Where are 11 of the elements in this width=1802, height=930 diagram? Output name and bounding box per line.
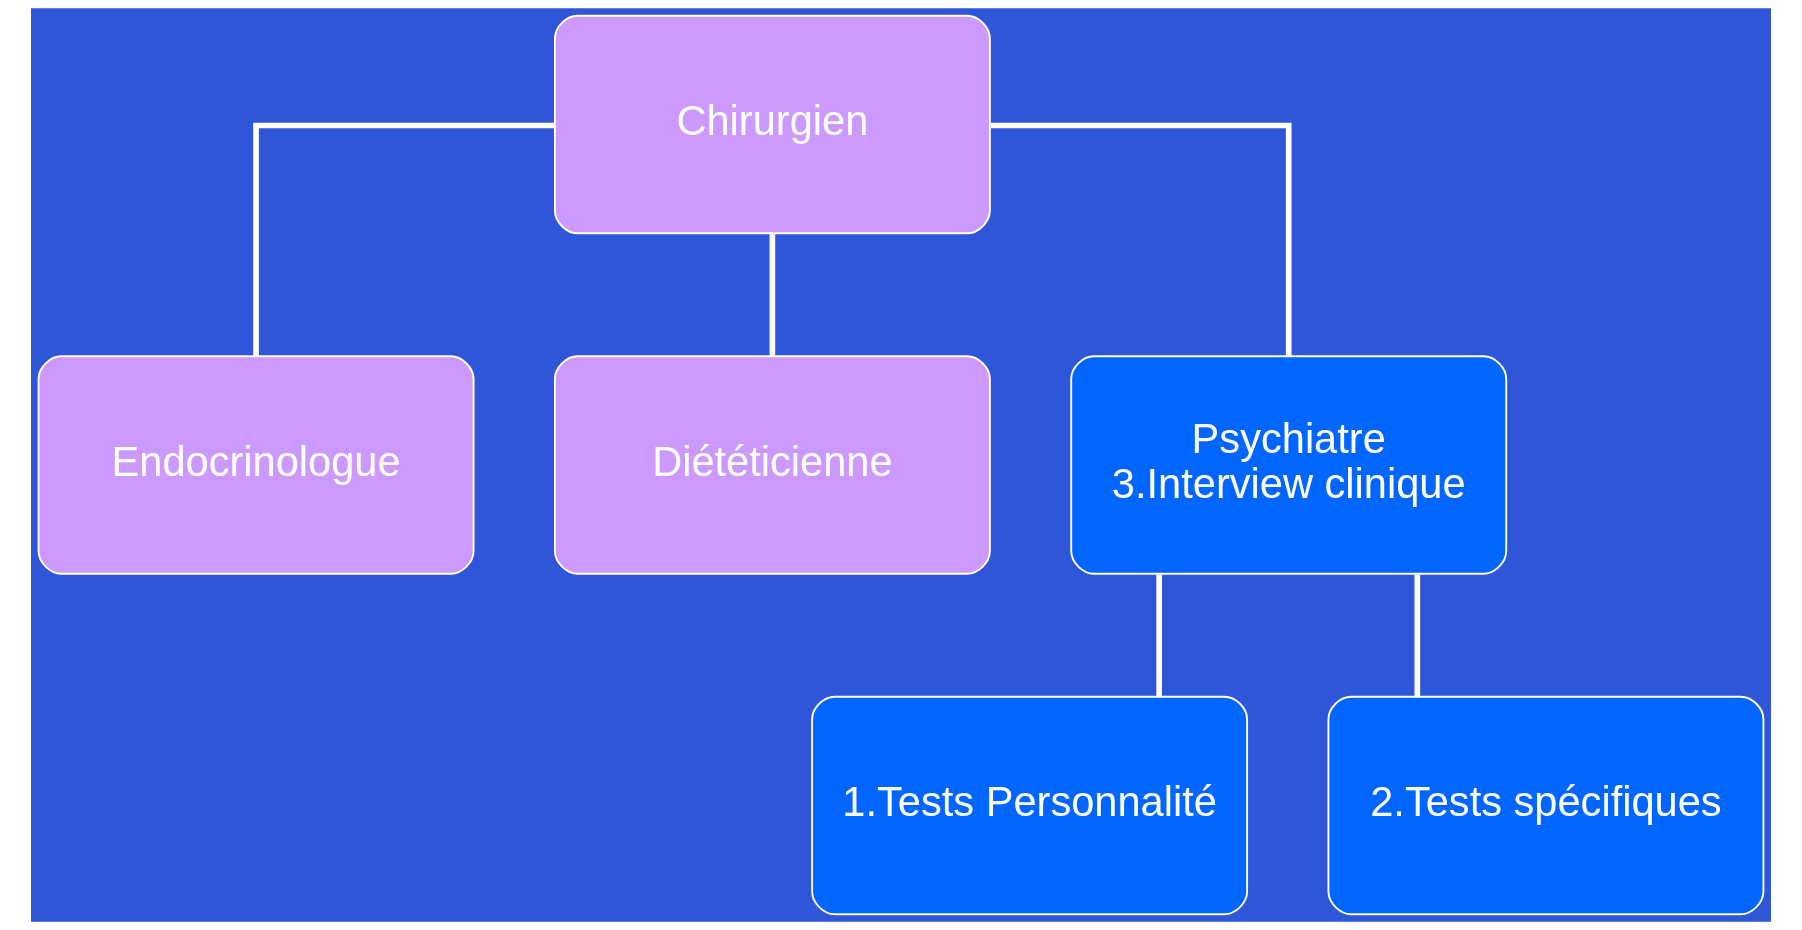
connector: [990, 122, 1292, 356]
node-box: Endocrinologue: [37, 355, 475, 575]
node-box: 2.Tests spécifiques: [1327, 695, 1765, 916]
node-box: Psychiatre 3.Interview clinique: [1070, 355, 1508, 575]
connector: [769, 234, 776, 357]
node-box: Chirurgien: [553, 14, 991, 235]
connector: [1414, 574, 1421, 697]
node-box: 1.Tests Personnalité: [811, 695, 1249, 916]
connector: [1156, 574, 1162, 697]
node-box: Diététicienne: [553, 355, 991, 575]
connector: [253, 122, 555, 356]
